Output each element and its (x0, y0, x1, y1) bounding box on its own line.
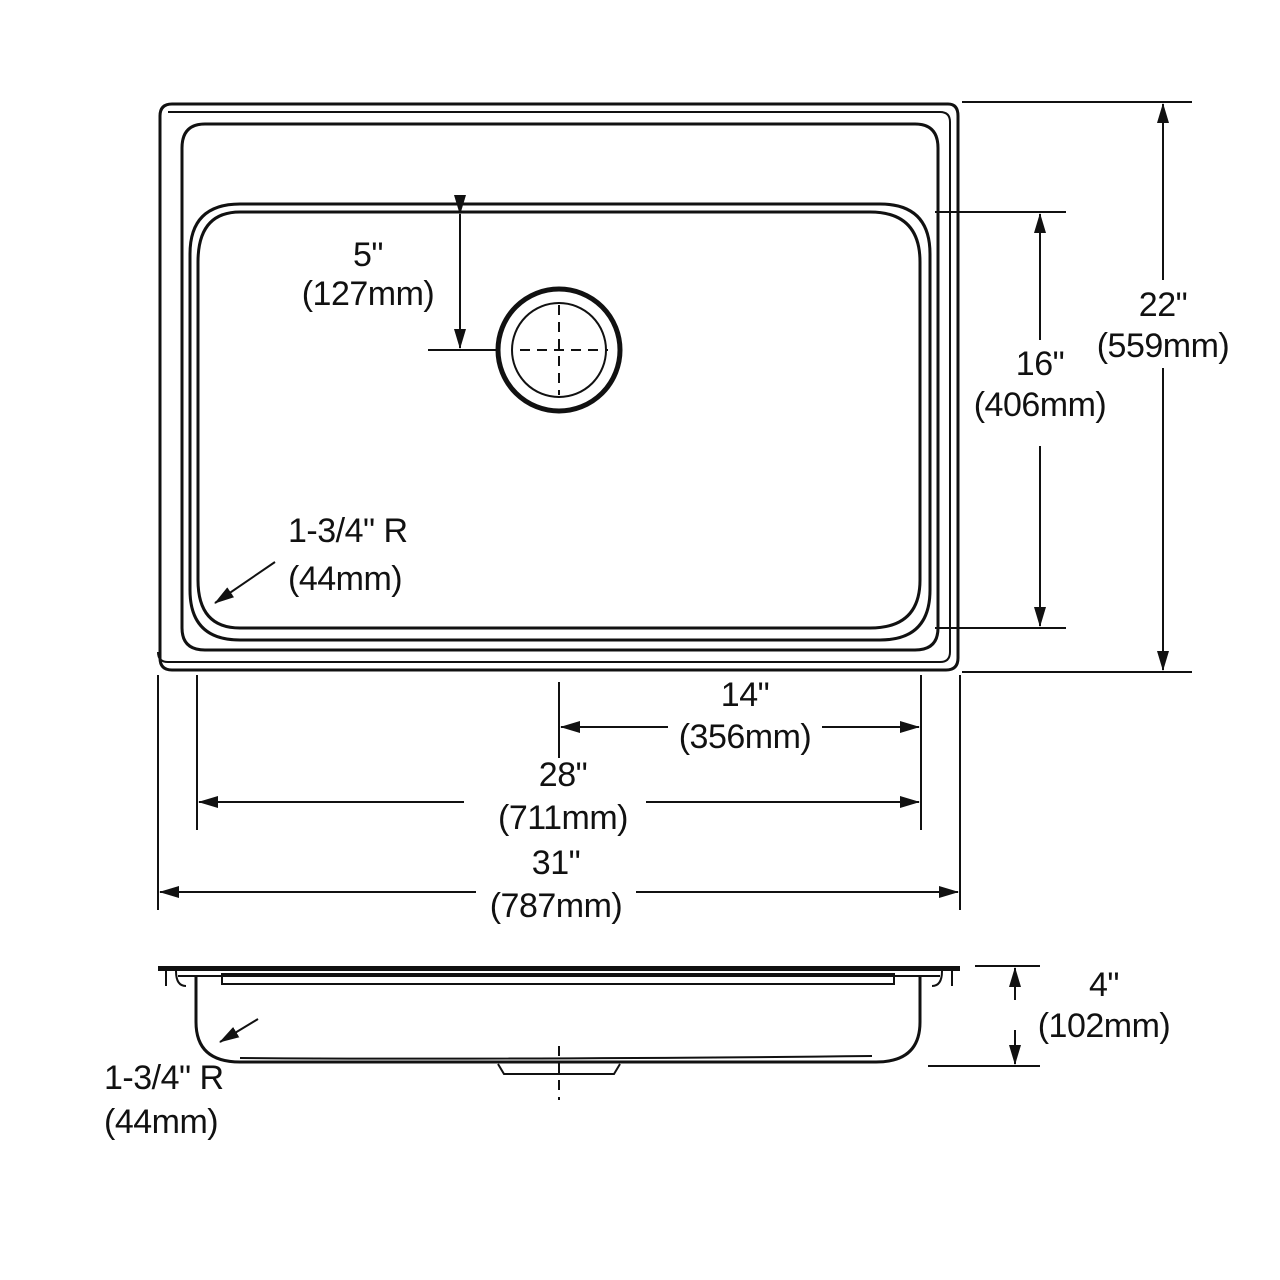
bowl-length-metric-label: (406mm) (974, 386, 1107, 424)
sink-outer-rim (158, 102, 960, 672)
bowl-inner-edge (196, 210, 922, 630)
drain-center-metric-label: (356mm) (679, 718, 812, 756)
side-flange-top (158, 966, 960, 971)
corner-radius-leader-top (214, 561, 276, 604)
corner-radius-top-metric-label: (44mm) (288, 560, 402, 598)
overall-length-metric-label: (559mm) (1097, 327, 1230, 365)
overall-length-imperial-label: 22" (1139, 286, 1187, 324)
side-bowl-profile (194, 976, 922, 1064)
drain-center-imperial-label: 14" (721, 676, 769, 714)
drain-offset-imperial-label: 5" (353, 236, 383, 274)
vertical-dimensions: 22" (559mm) 16" (406mm) (935, 101, 1230, 673)
bowl-depth-imperial-label: 4" (1089, 966, 1119, 1004)
side-deck-panel (221, 973, 895, 985)
corner-radius-side-imperial-label: 1-3/4" R (104, 1059, 224, 1097)
bowl-width-imperial-label: 28" (539, 756, 587, 794)
side-clip-left (165, 970, 187, 987)
corner-radius-leader-side (219, 1018, 259, 1043)
bowl-depth-metric-label: (102mm) (1038, 1007, 1171, 1045)
sink-rim-inner-line (157, 111, 951, 663)
bowl-length-imperial-label: 16" (1016, 345, 1064, 383)
corner-radius-top-imperial-label: 1-3/4" R (288, 512, 408, 550)
horizontal-dimensions: 14" (356mm) 28" (711mm) 31" (787mm) (157, 675, 961, 925)
side-drain-body (497, 1063, 621, 1075)
drain-offset-metric-label: (127mm) (302, 275, 435, 313)
bowl-outer-edge (188, 202, 932, 642)
top-view: 5" (127mm) 1-3/4" R (44mm) (157, 102, 960, 672)
side-view: 4" (102mm) 1-3/4" R (44mm) (104, 965, 1171, 1141)
corner-radius-side-metric-label: (44mm) (104, 1103, 218, 1141)
overall-width-imperial-label: 31" (532, 844, 580, 882)
sink-deck-line (180, 122, 940, 652)
side-clip-right (931, 970, 953, 987)
bowl-width-metric-label: (711mm) (498, 799, 628, 837)
side-bowl-inner-profile (239, 1055, 873, 1060)
overall-width-metric-label: (787mm) (490, 887, 623, 925)
